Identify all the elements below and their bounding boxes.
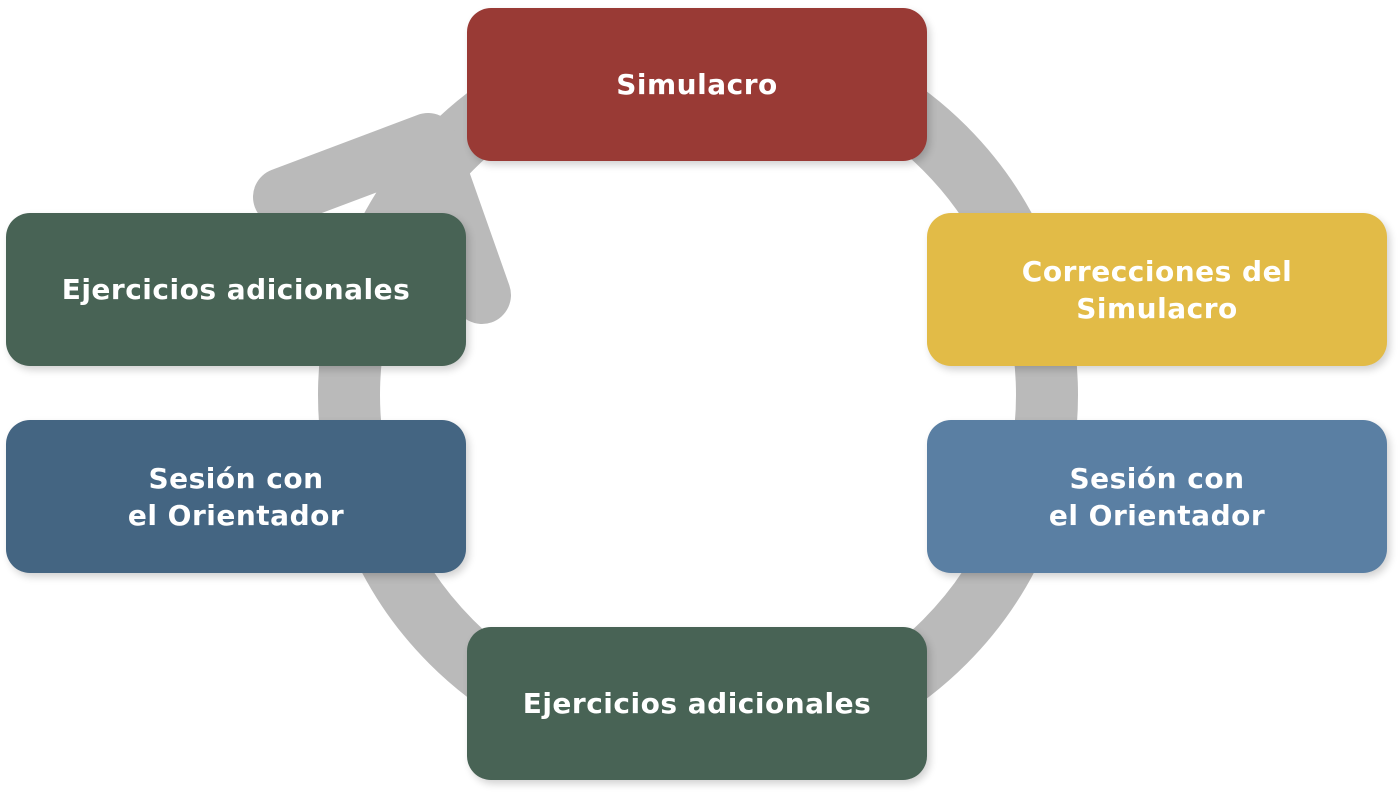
step-correcciones-simulacro: Correcciones del Simulacro: [927, 213, 1387, 366]
step-label: Ejercicios adicionales: [61, 273, 411, 306]
step-label: Sesión con el Orientador: [1048, 461, 1266, 532]
step-sesion-orientador-left: Sesión con el Orientador: [6, 420, 466, 573]
step-label: Sesión con el Orientador: [127, 461, 345, 532]
step-label: Correcciones del Simulacro: [1021, 254, 1293, 325]
step-ejercicios-adicionales-left: Ejercicios adicionales: [6, 213, 466, 366]
step-ejercicios-adicionales-bottom: Ejercicios adicionales: [467, 627, 927, 780]
step-label: Ejercicios adicionales: [522, 687, 872, 720]
step-label: Simulacro: [616, 68, 778, 101]
step-sesion-orientador-right: Sesión con el Orientador: [927, 420, 1387, 573]
step-simulacro: Simulacro: [467, 8, 927, 161]
